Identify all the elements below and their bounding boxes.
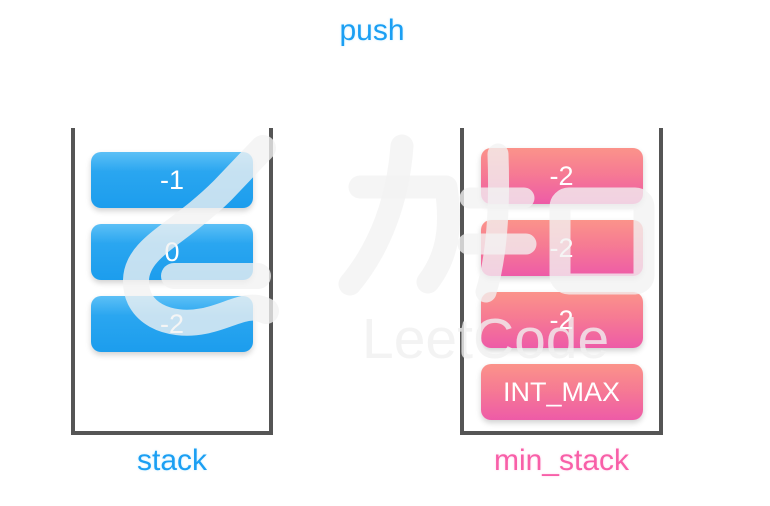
hanzi-li-icon (348, 175, 461, 294)
stack-item: 0 (91, 224, 253, 280)
min-stack-item: -2 (480, 292, 643, 348)
min-stack-item: INT_MAX (480, 364, 643, 420)
stack-item-value: -1 (159, 164, 184, 195)
operation-title: push (339, 14, 405, 47)
min-stack-item-value: INT_MAX (502, 376, 621, 407)
min-stack-item: -2 (480, 220, 643, 276)
stack-item-value: -2 (159, 308, 184, 339)
min-stack-item-value: -2 (549, 304, 574, 335)
stack-label: stack (136, 444, 208, 477)
stack-item: -2 (91, 296, 253, 352)
min-stack-label: min_stack (493, 444, 630, 477)
stack-item-value: 0 (164, 236, 180, 267)
min-stack-item: -2 (480, 148, 643, 204)
min-stack-item-value: -2 (549, 160, 574, 191)
stack-item: -1 (91, 152, 253, 208)
min-stack-container: -2 -2 -2 INT_MAX (460, 128, 663, 435)
stack-container: -1 0 -2 (71, 128, 273, 435)
min-stack-item-value: -2 (549, 232, 574, 263)
hanzi-li-leg-icon (338, 134, 414, 296)
